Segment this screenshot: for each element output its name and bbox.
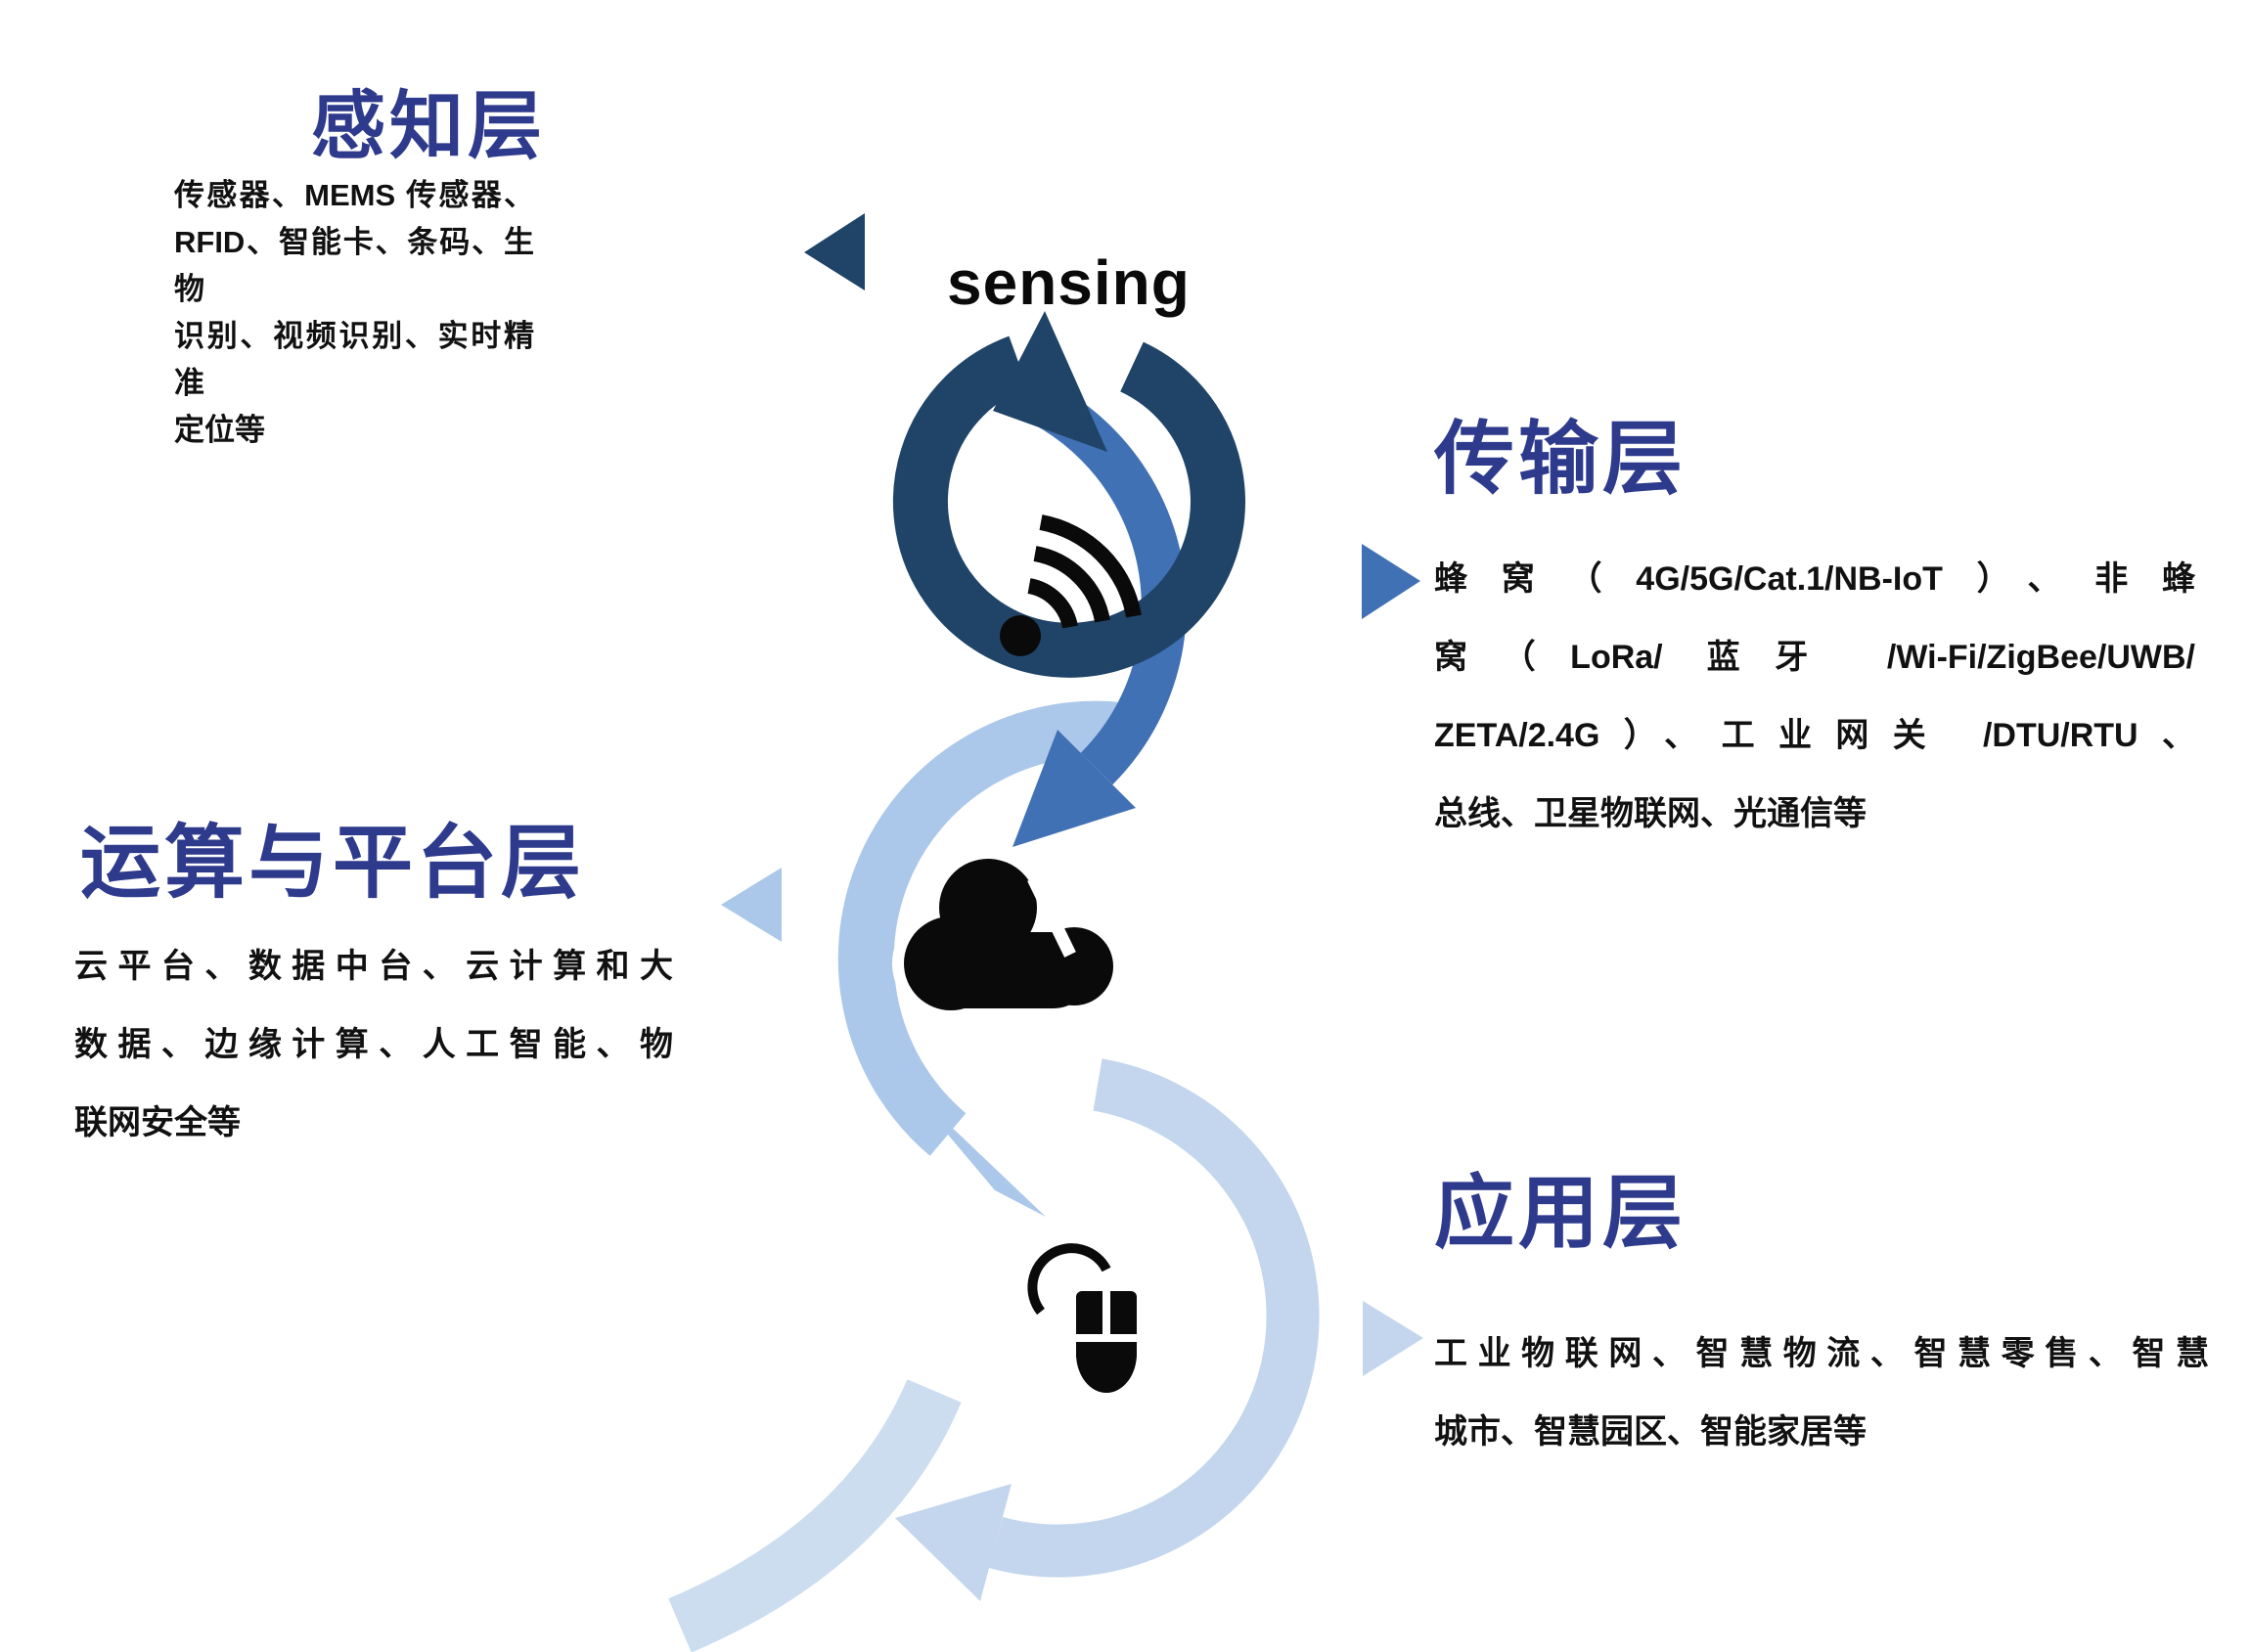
transmission-pointer-triangle-icon [1362,544,1420,619]
platform-pointer-triangle-icon [721,868,782,942]
perception-layer-description: 传感器、MEMS 传感器、 RFID、智能卡、条码、生物识别、视频识别、实时精准定… [174,172,534,454]
perception-layer-title: 感知层 [311,85,546,168]
description-line: 定位等 [174,413,265,447]
transmission-arc-arrowhead [1012,730,1136,847]
transmission-layer-description: 蜂窝（4G/5G/Cat.1/NB-IoT）、非蜂窝（LoRa/ 蓝牙 /Wi-… [1434,540,2195,853]
transmission-layer-title: 传输层 [1434,415,1688,504]
tail-arc [668,1379,962,1652]
application-arc [988,1058,1320,1578]
description-line: 窝（LoRa/ 蓝牙 /Wi-Fi/ZigBee/UWB/ [1434,639,2195,676]
application-arc-arrowhead [895,1484,1012,1601]
mouse-icon [1027,1243,1140,1393]
computing-platform-layer-title: 运算与平台层 [80,819,586,908]
sensing-label: sensing [947,247,1191,318]
description-line: RFID、智能卡、条码、生物 [174,225,534,306]
description-line: 联网安全等 [74,1104,241,1141]
sensing-loop-arrow [892,335,1245,678]
description-line: 总线、卫星物联网、光通信等 [1434,795,1867,832]
description-line: ZETA/2.4G）、工业网关 /DTU/RTU、 [1434,717,2195,754]
description-line: 传感器、MEMS 传感器、 [174,178,534,212]
perception-pointer-triangle-icon [804,213,865,290]
description-line: 蜂窝（4G/5G/Cat.1/NB-IoT）、非蜂 [1434,560,2195,598]
computing-platform-layer-description: 云平台、数据中台、云计算和大数据、边缘计算、人工智能、物联网安全等 [74,927,673,1162]
description-line: 识别、视频识别、实时精准 [174,319,534,400]
description-line: 城市、智慧园区、智能家居等 [1434,1413,1867,1451]
description-line: 数据、边缘计算、人工智能、物 [74,1026,673,1063]
wifi-signal-icon [1000,514,1142,656]
platform-arc [837,700,1118,1156]
cloud-icon [892,849,1123,1020]
application-layer-description: 工业物联网、智慧物流、智慧零售、智慧城市、智慧园区、智能家居等 [1434,1315,2209,1471]
description-line: 工业物联网、智慧物流、智慧零售、智慧 [1434,1335,2209,1372]
application-pointer-triangle-icon [1363,1301,1423,1376]
description-line: 云平台、数据中台、云计算和大 [74,948,673,985]
platform-arc-arrowhead [901,1079,1046,1217]
sensing-loop-arrowhead [993,311,1107,452]
application-layer-title: 应用层 [1434,1169,1688,1258]
